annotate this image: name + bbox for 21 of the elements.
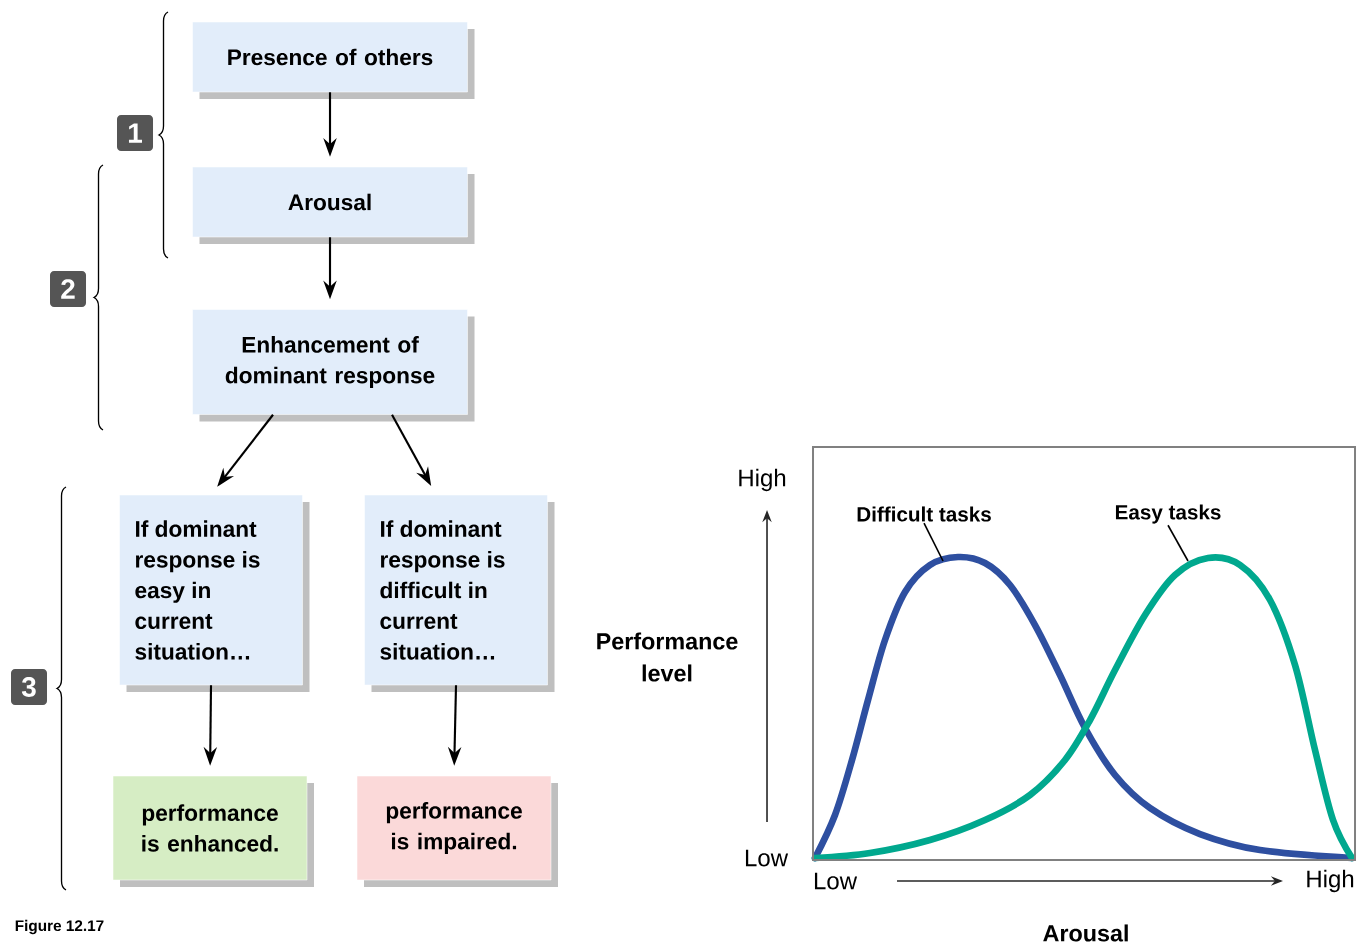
figure-number: Figure 12.17 — [15, 919, 104, 935]
process-box: Enhancement of dominant response — [192, 309, 475, 422]
process-box: If dominant response is easy in current situation… — [119, 494, 310, 692]
callout-number: 2 — [50, 271, 86, 307]
axis-title: Performance level — [597, 632, 738, 682]
curve-label: Easy tasks — [1115, 504, 1221, 524]
axis-title: Arousal — [1043, 924, 1128, 942]
curve-label: Difficult tasks — [857, 506, 991, 522]
process-box: Presence of others — [192, 21, 475, 99]
process-box: performance is enhanced. — [112, 775, 314, 887]
leader-line — [1167, 524, 1189, 562]
process-box: Arousal — [192, 166, 475, 244]
axis-label: High — [739, 468, 786, 492]
leader-line — [923, 522, 944, 562]
axis-label: Low — [745, 849, 789, 867]
process-box: performance is impaired. — [356, 775, 558, 887]
callout-number: 1 — [117, 115, 153, 151]
process-box: If dominant response is difficult in current situation… — [364, 494, 555, 692]
callout-number: 3 — [11, 669, 47, 705]
axis-label: Low — [814, 872, 858, 890]
axis-label: High — [1307, 869, 1354, 893]
